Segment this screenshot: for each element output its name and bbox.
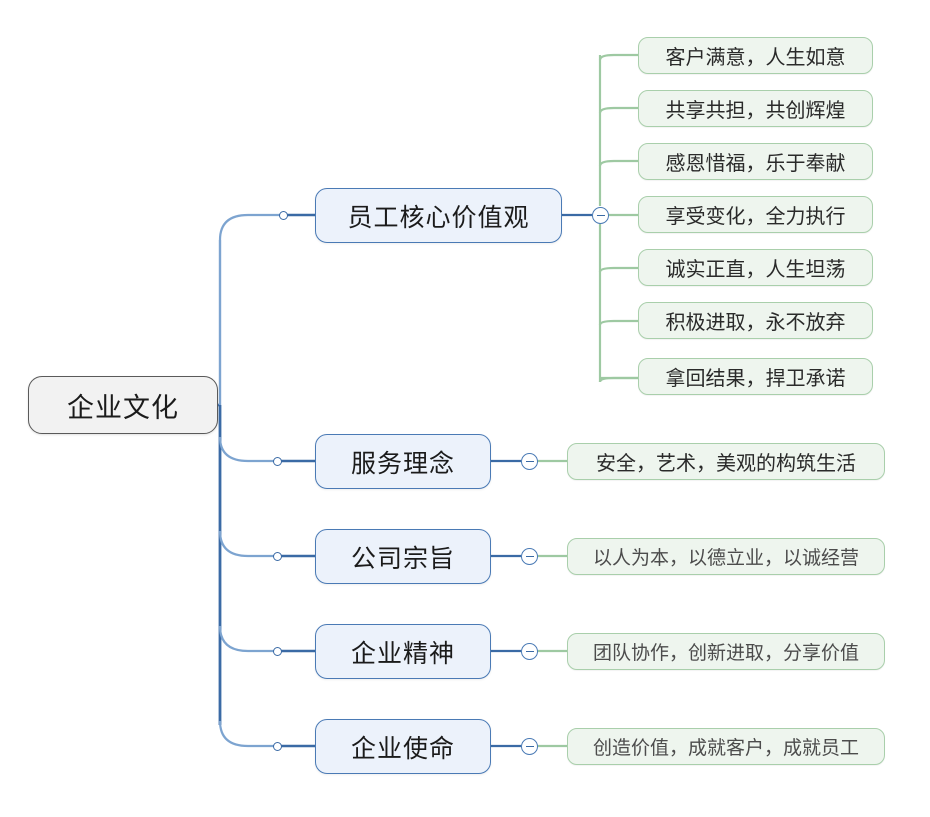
leaf-node[interactable]: 创造价值，成就客户，成就员工 <box>567 728 885 765</box>
leaf-node[interactable]: 共享共担，共创辉煌 <box>638 90 873 127</box>
leaf-node-label: 积极进取，永不放弃 <box>665 310 846 334</box>
minus-icon <box>525 460 534 463</box>
branch-node-employee-core-values[interactable]: 员工核心价值观 <box>315 188 562 243</box>
branch-node-label: 公司宗旨 <box>350 543 455 573</box>
leaf-node[interactable]: 享受变化，全力执行 <box>638 196 873 233</box>
branch-node-label: 员工核心价值观 <box>347 202 530 232</box>
branch-expand-dot[interactable] <box>273 552 282 561</box>
leaf-node-label: 客户满意，人生如意 <box>665 45 846 69</box>
leaf-node-label: 创造价值，成就客户，成就员工 <box>592 737 859 759</box>
leaf-node-label: 感恩惜福，乐于奉献 <box>665 151 846 175</box>
leaf-node[interactable]: 感恩惜福，乐于奉献 <box>638 143 873 180</box>
leaf-node-label: 以人为本，以德立业，以诚经营 <box>592 547 859 569</box>
branch-node-label: 企业精神 <box>350 638 455 668</box>
branch-node-label: 服务理念 <box>350 448 455 478</box>
collapse-toggle-enterprise-mission[interactable] <box>521 738 538 755</box>
leaf-node[interactable]: 诚实正直，人生坦荡 <box>638 249 873 286</box>
branch-node-label: 企业使命 <box>350 733 455 763</box>
leaf-node[interactable]: 拿回结果，捍卫承诺 <box>638 358 873 395</box>
branch-expand-dot[interactable] <box>273 742 282 751</box>
collapse-toggle-enterprise-spirit[interactable] <box>521 643 538 660</box>
leaf-node-label: 共享共担，共创辉煌 <box>665 98 846 122</box>
collapse-toggle-company-purpose[interactable] <box>521 548 538 565</box>
leaf-node[interactable]: 以人为本，以德立业，以诚经营 <box>567 538 885 575</box>
minus-icon <box>525 745 534 748</box>
collapse-toggle-service-philosophy[interactable] <box>521 453 538 470</box>
branch-expand-dot[interactable] <box>273 457 282 466</box>
leaf-node-label: 安全，艺术，美观的构筑生活 <box>596 451 856 475</box>
minus-icon <box>525 555 534 558</box>
branch-node-enterprise-mission[interactable]: 企业使命 <box>315 719 491 774</box>
leaf-node[interactable]: 安全，艺术，美观的构筑生活 <box>567 443 885 480</box>
leaf-node[interactable]: 团队协作，创新进取，分享价值 <box>567 633 885 670</box>
branch-expand-dot[interactable] <box>273 647 282 656</box>
branch-expand-dot[interactable] <box>279 211 288 220</box>
leaf-node-label: 拿回结果，捍卫承诺 <box>665 366 846 390</box>
leaf-node[interactable]: 客户满意，人生如意 <box>638 37 873 74</box>
branch-node-company-purpose[interactable]: 公司宗旨 <box>315 529 491 584</box>
leaf-node[interactable]: 积极进取，永不放弃 <box>638 302 873 339</box>
leaf-node-label: 诚实正直，人生坦荡 <box>665 257 846 281</box>
leaf-node-label: 享受变化，全力执行 <box>665 204 846 228</box>
branch-node-enterprise-spirit[interactable]: 企业精神 <box>315 624 491 679</box>
branch-node-service-philosophy[interactable]: 服务理念 <box>315 434 491 489</box>
minus-icon <box>596 214 605 217</box>
collapse-toggle-employee-core-values[interactable] <box>592 207 609 224</box>
minus-icon <box>525 650 534 653</box>
leaf-node-label: 团队协作，创新进取，分享价值 <box>592 642 859 664</box>
root-node-label: 企业文化 <box>67 392 179 424</box>
root-node[interactable]: 企业文化 <box>28 376 218 434</box>
